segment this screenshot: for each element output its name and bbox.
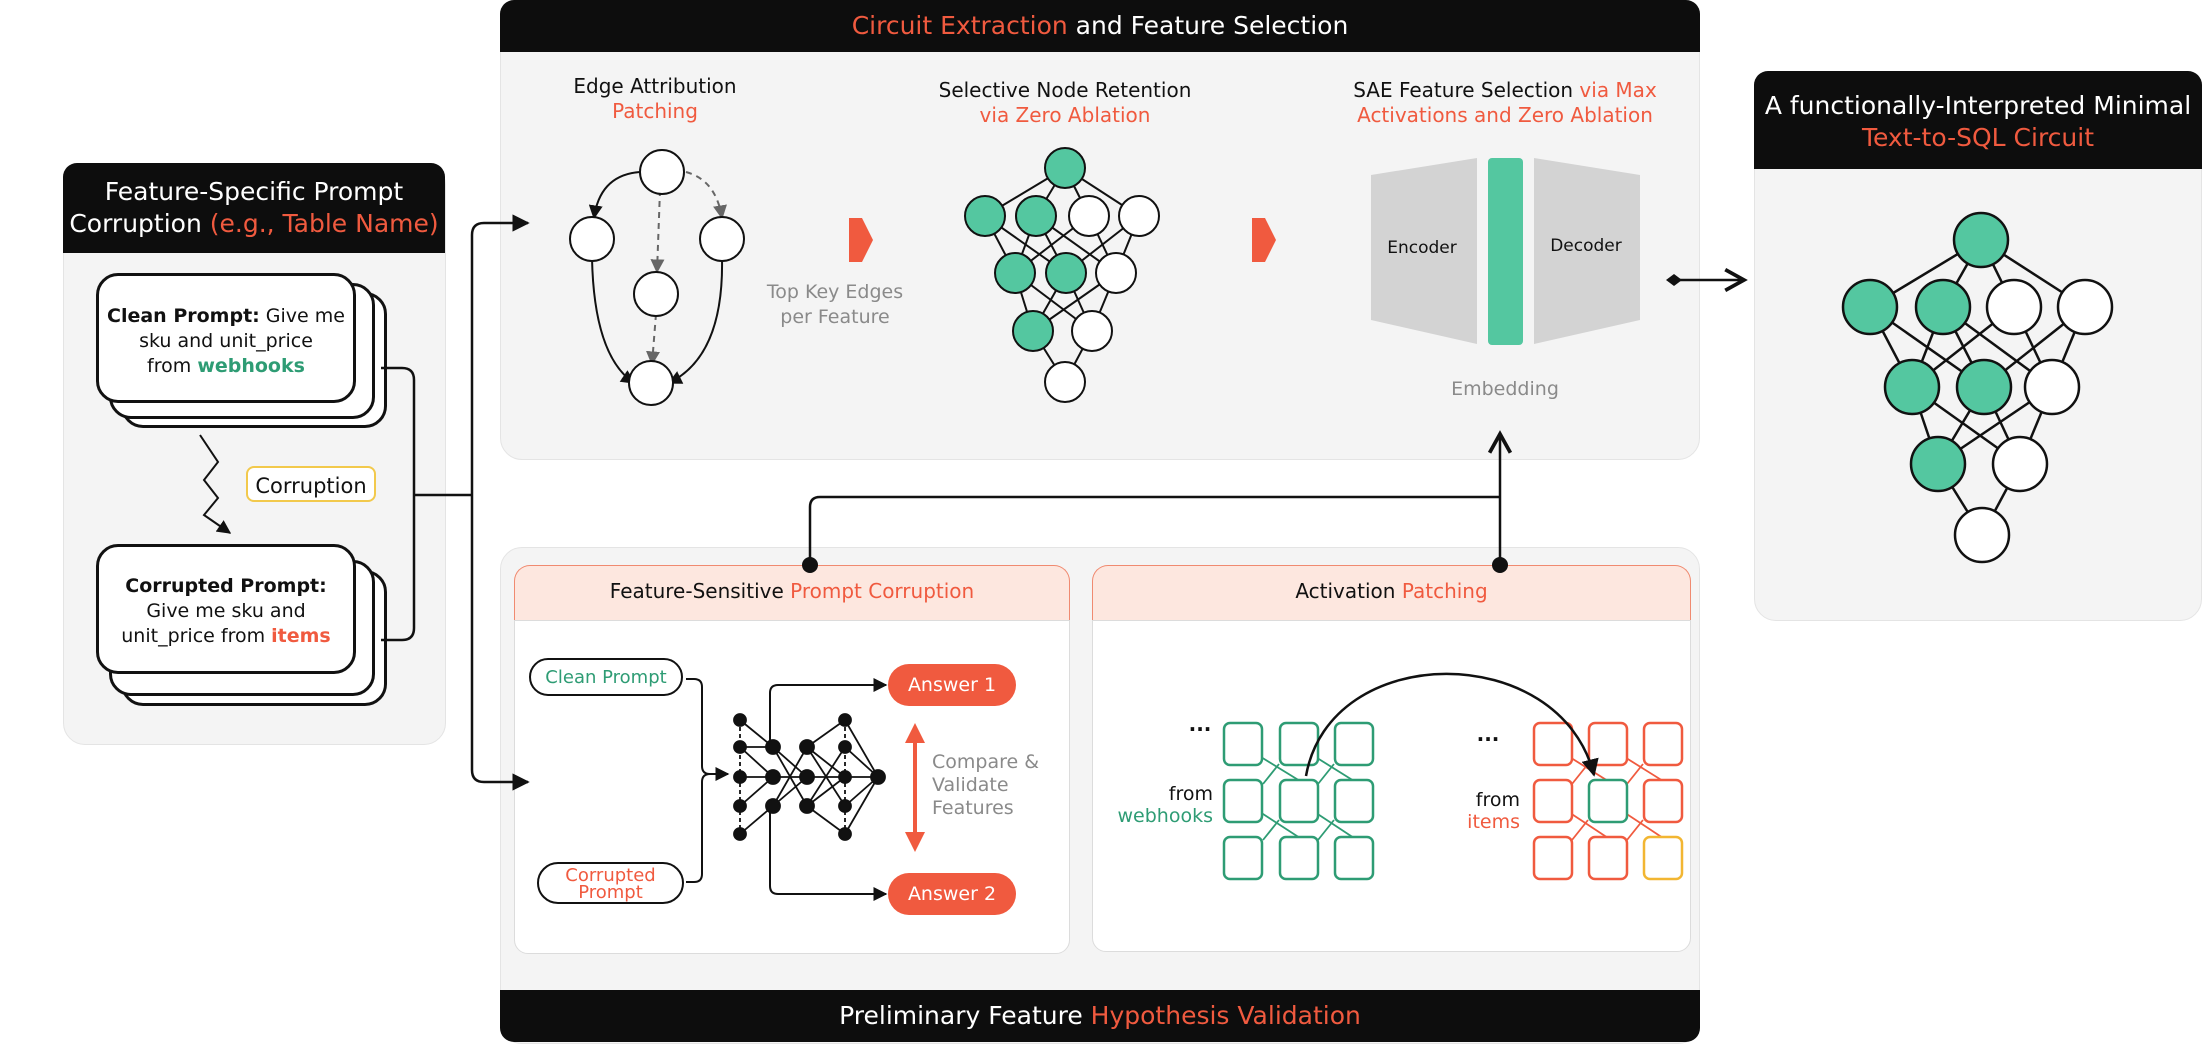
step1-subtitle: Patching xyxy=(612,99,698,123)
activation-patching-header: Activation Patching xyxy=(1092,565,1691,621)
encoder-shape xyxy=(1371,158,1477,344)
prompt-corruption-header: Feature-Specific Prompt Corruption (e.g.… xyxy=(63,163,445,253)
ellipsis-left: ... xyxy=(1188,712,1212,736)
from-webhooks-label: from webhooks xyxy=(1117,783,1213,827)
ellipsis-right: ... xyxy=(1476,722,1500,746)
decoder-shape xyxy=(1534,158,1640,344)
from-items-label: from items xyxy=(1467,789,1520,833)
minimal-circuit-graph xyxy=(1841,211,2114,564)
clean-prompt-card: Clean Prompt: Give me sku and unit_price… xyxy=(96,273,356,403)
corrupted-prompt-pill: Corrupted Prompt xyxy=(537,862,684,904)
node-retention-graph xyxy=(964,147,1160,403)
edge-attribution-graph xyxy=(569,149,745,406)
decoder-label: Decoder xyxy=(1550,236,1622,256)
corrupted-prompt-card: Corrupted Prompt: Give me sku and unit_p… xyxy=(96,544,356,674)
encoder-label: Encoder xyxy=(1387,238,1457,258)
fsp-connectors xyxy=(686,678,888,901)
activation-grid-webhooks xyxy=(1222,721,1375,881)
step3-subtitle: Activations and Zero Ablation xyxy=(1357,103,1653,127)
embedding-label: Embedding xyxy=(1451,378,1559,400)
branch-to-bottom-arrow xyxy=(470,495,530,791)
step2-title: Selective Node Retention xyxy=(938,78,1192,102)
circuit-extraction-header: Circuit Extraction and Feature Selection xyxy=(500,0,1700,52)
step2-subtitle: via Zero Ablation xyxy=(979,103,1151,127)
hypothesis-validation-header: Preliminary Feature Hypothesis Validatio… xyxy=(500,990,1700,1042)
clean-prompt-pill: Clean Prompt xyxy=(529,658,683,696)
answer-2-pill: Answer 2 xyxy=(888,873,1016,915)
branch-to-top-arrow xyxy=(470,214,530,495)
patching-arc xyxy=(1304,672,1599,777)
mini-network-icon xyxy=(733,713,886,841)
chevron-icon-1 xyxy=(849,218,873,262)
step1-title: Edge Attribution xyxy=(573,74,737,98)
prompt-bracket xyxy=(381,366,416,642)
feedback-connector xyxy=(808,495,1500,565)
corruption-zigzag-arrow xyxy=(199,434,232,534)
compare-validate-label: Compare & Validate Features xyxy=(932,751,1040,819)
chevron-icon-2 xyxy=(1252,218,1276,262)
minimal-circuit-header: A functionally-Interpreted Minimal Text-… xyxy=(1754,71,2202,169)
corruption-label: Corruption xyxy=(246,466,376,502)
activation-grid-items xyxy=(1532,721,1684,881)
feature-sensitive-header: Feature-Sensitive Prompt Corruption xyxy=(514,565,1070,621)
answer-1-pill: Answer 1 xyxy=(888,664,1016,706)
step1-caption: Top Key Edges per Feature xyxy=(766,281,904,328)
embedding-bar xyxy=(1488,158,1523,345)
step3-title: SAE Feature Selection via Max xyxy=(1353,78,1657,102)
